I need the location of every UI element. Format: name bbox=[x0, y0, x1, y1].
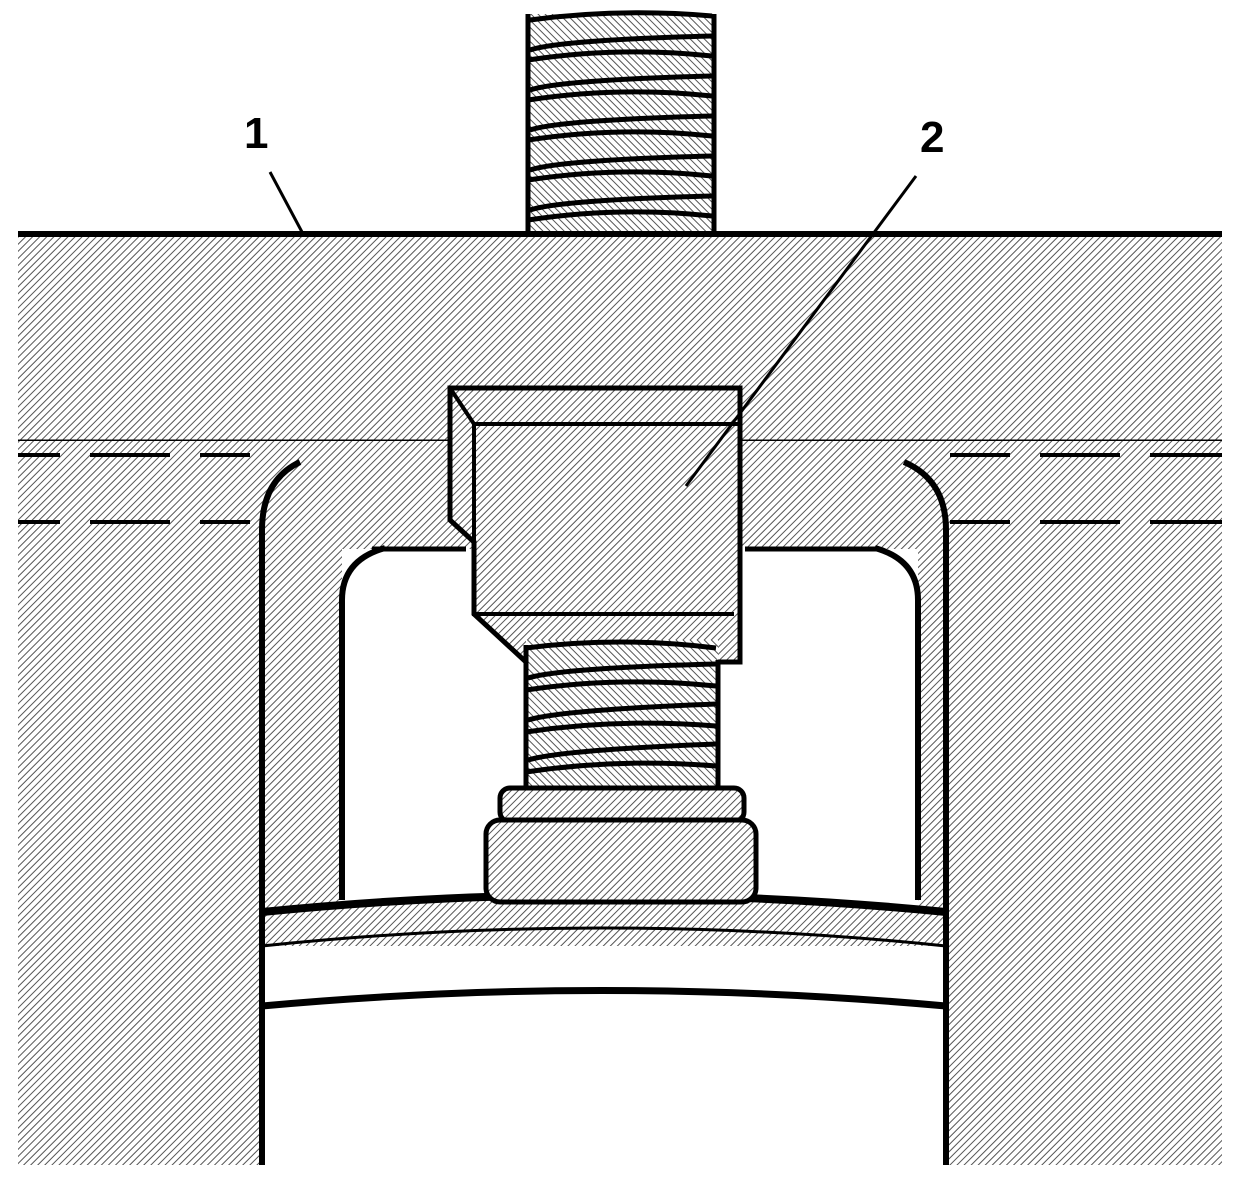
foot-pad bbox=[483, 785, 759, 905]
lower-threaded-rod bbox=[523, 639, 721, 788]
callout-label-2: 2 bbox=[920, 113, 944, 162]
upper-threaded-rod bbox=[525, 10, 717, 234]
housing-body bbox=[18, 441, 1222, 1165]
callout-leader-1 bbox=[268, 171, 304, 233]
adapter-nut bbox=[447, 385, 743, 665]
callout-leader-2 bbox=[684, 175, 918, 487]
callout-label-1: 1 bbox=[244, 109, 268, 158]
